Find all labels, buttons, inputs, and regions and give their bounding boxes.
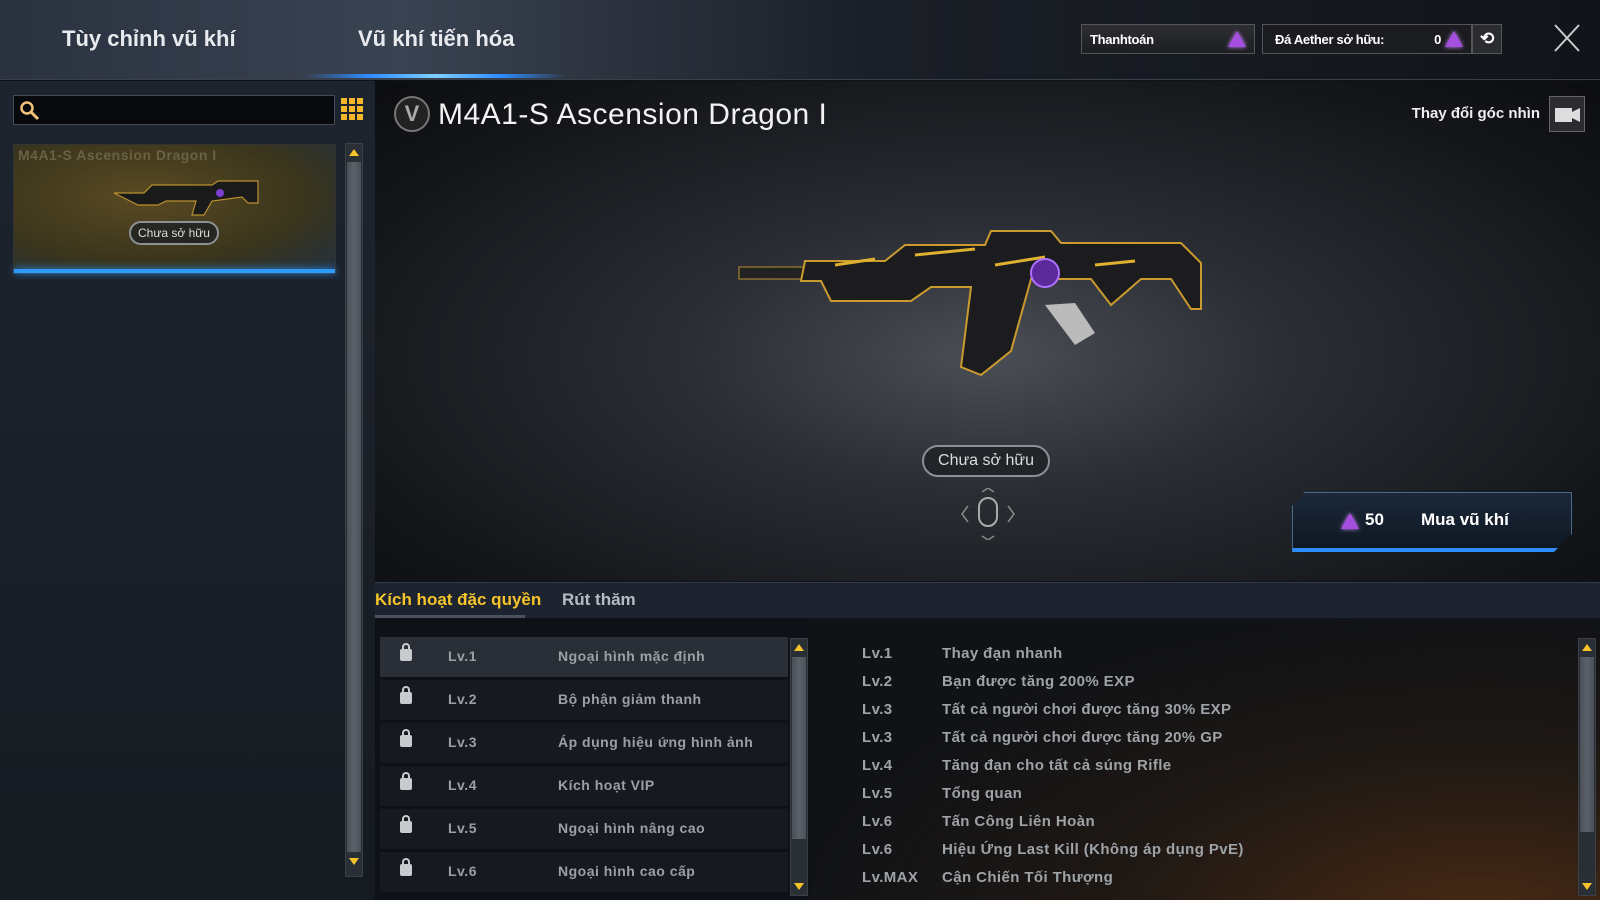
buy-weapon-button[interactable]: 50 Mua vũ khí: [1292, 492, 1572, 552]
privilege-name: Áp dụng hiệu ứng hình ảnh: [558, 734, 754, 750]
weapon-thumbnail: [113, 180, 259, 216]
privilege-name: Ngoại hình nâng cao: [558, 820, 706, 836]
weapon-list-scrollbar[interactable]: [345, 143, 363, 877]
payment-button[interactable]: Thanhtoán: [1081, 24, 1255, 54]
privilege-row[interactable]: Lv.3 Áp dụng hiệu ứng hình ảnh: [380, 723, 788, 763]
weapon-card-status: Chưa sở hữu: [129, 221, 219, 245]
ownership-status-badge: Chưa sở hữu: [922, 445, 1050, 477]
close-button[interactable]: [1552, 22, 1582, 54]
privilege-row[interactable]: Lv.5 Ngoại hình nâng cao: [380, 809, 788, 849]
scroll-thumb[interactable]: [347, 162, 361, 852]
scroll-down-arrow[interactable]: [346, 852, 362, 870]
selected-indicator: [14, 269, 335, 273]
privilege-row[interactable]: Lv.2 Bộ phận giảm thanh: [380, 680, 788, 720]
privilege-level: Lv.5: [448, 820, 477, 836]
tab-customize-weapon[interactable]: Tùy chỉnh vũ khí: [62, 26, 236, 51]
privilege-name: Ngoại hình cao cấp: [558, 863, 696, 879]
benefit-level: Lv.2: [862, 673, 893, 690]
benefit-text: Tất cả người chơi được tăng 30% EXP: [942, 701, 1232, 718]
lock-icon: [400, 686, 412, 704]
camera-view-button[interactable]: [1549, 96, 1585, 132]
tab-evolution-weapon[interactable]: Vũ khí tiến hóa: [358, 26, 515, 51]
aether-gem-icon: [1445, 31, 1463, 47]
weapon-title: M4A1-S Ascension Dragon I: [438, 98, 828, 131]
refresh-button[interactable]: ⟲: [1472, 24, 1502, 54]
aether-value: 0: [1434, 31, 1441, 47]
benefit-level: Lv.5: [862, 785, 893, 802]
payment-label: Thanhtoán: [1090, 31, 1154, 47]
buy-price: 50: [1365, 510, 1384, 529]
lock-icon: [400, 729, 412, 747]
benefit-scrollbar[interactable]: [1578, 638, 1596, 896]
sub-tab-underline: [375, 615, 525, 618]
scroll-down-arrow[interactable]: [1579, 877, 1595, 895]
benefit-text: Tăng đạn cho tất cả súng Rifle: [942, 757, 1172, 774]
tab-activate-privileges[interactable]: Kích hoạt đặc quyền: [375, 590, 542, 609]
lock-icon: [400, 858, 412, 876]
lock-icon: [400, 815, 412, 833]
scroll-down-arrow[interactable]: [791, 877, 807, 895]
benefit-text: Thay đạn nhanh: [942, 645, 1063, 662]
weapon-grade-icon: V: [394, 96, 430, 132]
close-icon: [1554, 24, 1580, 52]
aether-gem-icon: [1228, 31, 1246, 47]
aether-label: Đá Aether sở hữu:: [1275, 31, 1385, 47]
aether-balance: Đá Aether sở hữu: 0: [1262, 24, 1472, 54]
sub-tabs: Kích hoạt đặc quyền Rút thăm: [375, 582, 1600, 618]
benefit-text: Hiệu Ứng Last Kill (Không áp dụng PvE): [942, 841, 1244, 858]
benefit-level: Lv.1: [862, 645, 893, 662]
benefit-text: Tổng quan: [942, 785, 1023, 802]
privilege-level: Lv.4: [448, 777, 477, 793]
camera-icon: [1555, 108, 1580, 122]
privilege-name: Bộ phận giảm thanh: [558, 691, 702, 707]
benefit-level: Lv.4: [862, 757, 893, 774]
benefit-text: Bạn được tăng 200% EXP: [942, 673, 1135, 690]
benefit-level: Lv.3: [862, 701, 893, 718]
active-tab-indicator: [305, 74, 566, 78]
privilege-row[interactable]: Lv.6 Ngoại hình cao cấp: [380, 852, 788, 892]
search-icon: [20, 101, 40, 121]
weapon-model: [738, 230, 1202, 377]
scroll-up-arrow[interactable]: [791, 639, 807, 657]
aether-gem-icon: [1341, 513, 1359, 529]
mouse-rotate-icon: [961, 488, 1015, 540]
benefit-text: Tấn Công Liên Hoàn: [942, 813, 1096, 830]
scroll-up-arrow[interactable]: [1579, 639, 1595, 657]
weapon-card-name: M4A1-S Ascension Dragon I: [18, 147, 217, 163]
buy-label: Mua vũ khí: [1421, 510, 1509, 529]
privilege-level: Lv.3: [448, 734, 477, 750]
scroll-up-arrow[interactable]: [346, 144, 362, 162]
benefit-level: Lv.3: [862, 729, 893, 746]
grid-view-button[interactable]: [341, 98, 363, 120]
search-input[interactable]: [13, 95, 335, 125]
view-change-label: Thay đổi góc nhìn: [1411, 105, 1540, 122]
privilege-row[interactable]: Lv.4 Kích hoạt VIP: [380, 766, 788, 806]
benefit-text: Cận Chiến Tối Thượng: [942, 869, 1114, 886]
benefit-text: Tất cả người chơi được tăng 20% GP: [942, 729, 1223, 746]
tab-lucky-draw[interactable]: Rút thăm: [562, 590, 636, 609]
scroll-thumb[interactable]: [1580, 657, 1594, 832]
benefit-level: Lv.6: [862, 813, 893, 830]
privilege-name: Ngoại hình mặc định: [558, 648, 706, 664]
privilege-level: Lv.6: [448, 863, 477, 879]
privilege-scrollbar[interactable]: [790, 638, 808, 896]
refresh-icon: ⟲: [1480, 29, 1494, 48]
privilege-name: Kích hoạt VIP: [558, 777, 655, 793]
scroll-thumb[interactable]: [792, 657, 806, 839]
lock-icon: [400, 772, 412, 790]
benefit-level: Lv.6: [862, 841, 893, 858]
lock-icon: [400, 643, 412, 661]
privilege-level: Lv.2: [448, 691, 477, 707]
benefit-level: Lv.MAX: [862, 869, 919, 886]
weapon-card[interactable]: M4A1-S Ascension Dragon I Chưa sở hữu: [13, 144, 336, 274]
privilege-row[interactable]: Lv.1 Ngoại hình mặc định: [380, 637, 788, 677]
privilege-level: Lv.1: [448, 648, 477, 664]
benefit-list-panel: [810, 618, 1600, 900]
